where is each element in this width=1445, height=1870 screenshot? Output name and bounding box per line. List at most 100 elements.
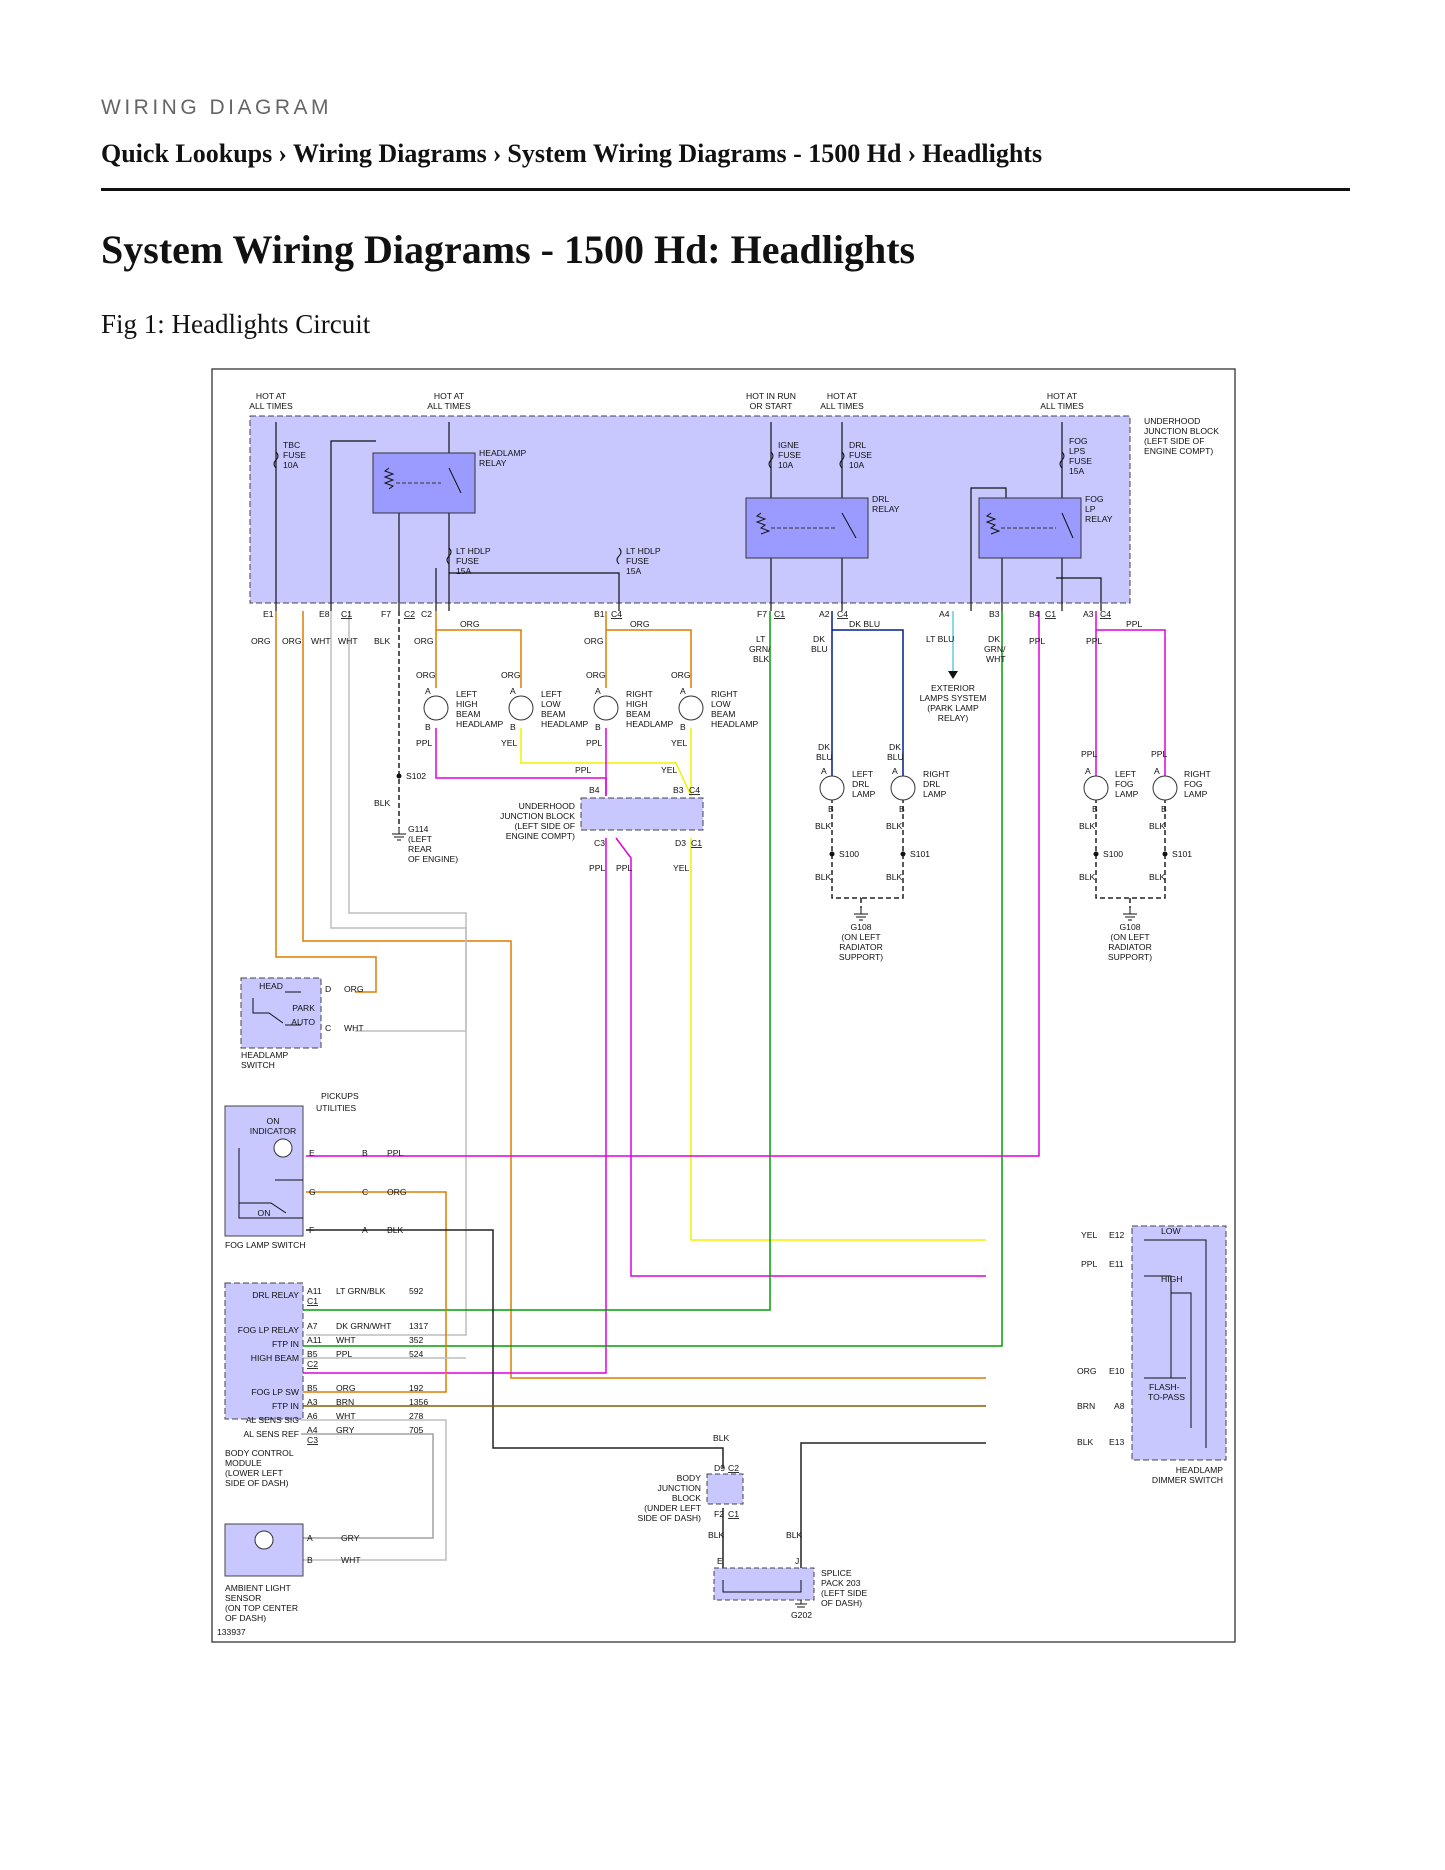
svg-text:C3: C3 (307, 1435, 318, 1445)
breadcrumb-link-quick-lookups[interactable]: Quick Lookups (101, 139, 273, 168)
figure-caption: Fig 1: Headlights Circuit (101, 309, 371, 339)
svg-text:C1: C1 (691, 838, 702, 848)
svg-text:BLK: BLK (786, 1530, 803, 1540)
drl-lamp-bulbs (819, 775, 916, 801)
fuse-tbc (273, 451, 279, 469)
svg-text:PPL: PPL (387, 1148, 403, 1158)
svg-text:C: C (325, 1023, 331, 1033)
svg-text:D9: D9 (714, 1463, 725, 1473)
ground-symbol (854, 908, 868, 921)
svg-text:B4: B4 (1029, 609, 1040, 619)
svg-text:B: B (680, 722, 686, 732)
svg-text:PPL: PPL (1126, 619, 1142, 629)
svg-text:G202: G202 (791, 1610, 812, 1620)
svg-text:A: A (1154, 766, 1160, 776)
header-rule (101, 188, 1350, 191)
headlamp-bulbs (423, 695, 704, 721)
fuse-lt-hdlp (446, 547, 452, 565)
svg-text:E1: E1 (263, 609, 274, 619)
svg-text:BLK: BLK (886, 821, 903, 831)
svg-text:GRY: GRY (341, 1533, 360, 1543)
svg-text:WHT: WHT (338, 636, 358, 646)
wire-blk (831, 798, 904, 908)
svg-text:B: B (362, 1148, 368, 1158)
sensor-icon (254, 1530, 274, 1550)
svg-text:A: A (425, 686, 431, 696)
wire-wht (306, 611, 467, 1336)
svg-text:E8: E8 (319, 609, 330, 619)
svg-text:F: F (309, 1225, 314, 1235)
svg-text:D: D (325, 984, 331, 994)
svg-text:YEL: YEL (673, 863, 689, 873)
svg-text:DK BLU: DK BLU (849, 619, 880, 629)
svg-text:C: C (362, 1187, 368, 1197)
figure-id: 133937 (217, 1627, 246, 1637)
svg-text:LT: LT (756, 634, 766, 644)
svg-text:ORG: ORG (1077, 1366, 1097, 1376)
svg-text:C4: C4 (1100, 609, 1111, 619)
svg-text:AL SENS SIG: AL SENS SIG (246, 1415, 299, 1425)
svg-text:B: B (1161, 804, 1167, 814)
svg-text:352: 352 (409, 1335, 424, 1345)
svg-text:E: E (309, 1148, 315, 1158)
svg-text:B: B (510, 722, 516, 732)
breadcrumb-link-headlights[interactable]: Headlights (922, 139, 1043, 168)
svg-text:BLK: BLK (886, 872, 903, 882)
svg-text:GRY: GRY (336, 1425, 355, 1435)
svg-text:A: A (307, 1533, 313, 1543)
svg-text:E: E (717, 1556, 723, 1566)
wire-yel (520, 728, 692, 797)
svg-text:YEL: YEL (501, 738, 517, 748)
svg-text:BLK: BLK (815, 821, 832, 831)
wire-blk (306, 1229, 724, 1468)
svg-text:PPL: PPL (416, 738, 432, 748)
splice-pack-203 (713, 1567, 815, 1601)
svg-text:YEL: YEL (661, 765, 677, 775)
svg-text:HEAD: HEAD (259, 981, 283, 991)
svg-text:F7: F7 (381, 609, 391, 619)
drl-relay (745, 497, 869, 559)
mid-wire-labels: PPL YEL PPL YEL PPL YEL B4 B3 C4 C3 D3 C… (416, 738, 702, 873)
breadcrumb-link-wiring-diagrams[interactable]: Wiring Diagrams (292, 139, 487, 168)
breadcrumb-link-system-wiring[interactable]: System Wiring Diagrams - 1500 Hd (507, 139, 902, 168)
svg-text:BLK: BLK (1079, 821, 1096, 831)
wire-grn (301, 611, 1003, 1347)
svg-text:PPL: PPL (586, 738, 602, 748)
wire-ppl (306, 611, 1040, 1157)
svg-text:C4: C4 (611, 609, 622, 619)
splice-label: S101 (1172, 849, 1192, 859)
svg-text:YEL: YEL (671, 738, 687, 748)
svg-text:BLK: BLK (1077, 1437, 1094, 1447)
svg-text:BRN: BRN (336, 1397, 354, 1407)
svg-text:LOW: LOW (1161, 1226, 1181, 1236)
svg-text:A3: A3 (307, 1397, 318, 1407)
switch-contact (238, 1148, 303, 1219)
wire-org (436, 629, 522, 688)
svg-text:FOG LAMP SWITCH: FOG LAMP SWITCH (225, 1240, 306, 1250)
splice-dot (1093, 851, 1099, 857)
svg-text:1317: 1317 (409, 1321, 428, 1331)
svg-text:ORG: ORG (586, 670, 606, 680)
indicator-icon (273, 1138, 293, 1158)
svg-text:BLU: BLU (811, 644, 828, 654)
svg-text:PPL: PPL (1151, 749, 1167, 759)
body-control-module (224, 1282, 304, 1420)
svg-text:ORG: ORG (671, 670, 691, 680)
page-title: System Wiring Diagrams - 1500 Hd: Headli… (101, 227, 916, 272)
